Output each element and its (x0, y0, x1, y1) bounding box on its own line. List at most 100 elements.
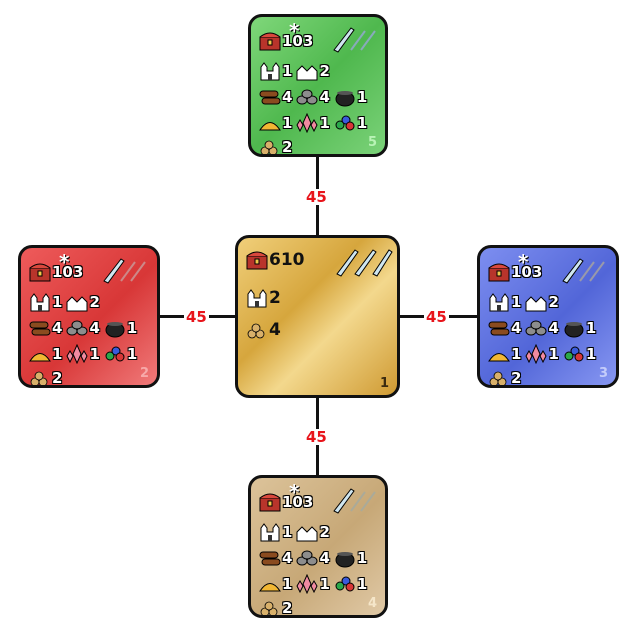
stone-icon (66, 318, 88, 338)
pot-count: 1 (126, 319, 138, 337)
grain-icon (29, 368, 51, 385)
gems-count: 1 (356, 575, 368, 593)
gems-count: 1 (126, 345, 138, 363)
grain-count: 2 (52, 369, 63, 387)
crystal-count: 1 (89, 345, 100, 363)
sulfur-count: 1 (52, 345, 63, 363)
stone-count: 4 (319, 88, 330, 106)
castle-icon (246, 288, 268, 308)
grain-icon (488, 368, 510, 385)
swords-icon (336, 249, 393, 277)
treasure-chest-icon (488, 262, 510, 282)
sulfur-icon (29, 344, 51, 364)
castle-count: 1 (282, 523, 293, 541)
crystal-icon (296, 574, 319, 594)
sulfur-icon (259, 113, 281, 133)
grain-count: 2 (282, 138, 293, 156)
gold-count: 103 (282, 493, 314, 511)
gems-icon (104, 344, 126, 364)
sulfur-count: 1 (282, 114, 293, 132)
grain-icon (246, 320, 268, 340)
grain-count: 2 (282, 599, 293, 617)
zone-id: 4 (367, 596, 377, 611)
village-count: 2 (89, 293, 100, 311)
stone-icon (296, 87, 318, 107)
pot-count: 1 (356, 549, 368, 567)
zone-tile-center[interactable]: 610 2 4 1 (235, 235, 400, 398)
treasure-chest-icon (246, 250, 268, 270)
star-marker: * (518, 250, 529, 274)
zone-id: 3 (598, 366, 608, 381)
wood-count: 4 (511, 319, 522, 337)
wood-count: 4 (282, 88, 293, 106)
treasure-chest-icon (29, 262, 51, 282)
distance-south: 45 (304, 428, 329, 446)
wood-count: 4 (52, 319, 63, 337)
zone-id: 5 (367, 135, 377, 150)
castle-count: 2 (269, 288, 281, 308)
gold-count: 103 (52, 263, 84, 281)
crystal-icon (66, 344, 89, 364)
gems-count: 1 (356, 114, 368, 132)
pot-count: 1 (356, 88, 368, 106)
wood-icon (259, 87, 281, 107)
grain-count: 2 (511, 369, 522, 387)
village-icon (296, 522, 318, 542)
castle-icon (29, 292, 51, 312)
star-marker: * (289, 480, 300, 504)
cauldron-icon (563, 318, 585, 338)
distance-north: 45 (304, 188, 329, 206)
stone-icon (525, 318, 547, 338)
cauldron-icon (334, 87, 356, 107)
gems-icon (334, 574, 356, 594)
castle-icon (259, 522, 281, 542)
swords-icon (333, 27, 376, 53)
gems-count: 1 (585, 345, 597, 363)
gold-count: 103 (511, 263, 543, 281)
grain-icon (259, 598, 281, 615)
crystal-count: 1 (548, 345, 559, 363)
pot-count: 1 (585, 319, 597, 337)
cauldron-icon (104, 318, 126, 338)
swords-icon (562, 258, 605, 284)
castle-count: 1 (282, 62, 293, 80)
village-count: 2 (548, 293, 559, 311)
grain-icon (259, 137, 281, 154)
castle-icon (259, 61, 281, 81)
distance-east: 45 (424, 308, 449, 326)
castle-icon (488, 292, 510, 312)
stone-icon (296, 548, 318, 568)
crystal-count: 1 (319, 575, 330, 593)
village-count: 2 (319, 523, 330, 541)
village-count: 2 (319, 62, 330, 80)
village-icon (296, 61, 318, 81)
wood-icon (259, 548, 281, 568)
stone-count: 4 (89, 319, 100, 337)
stone-count: 4 (548, 319, 559, 337)
castle-count: 1 (52, 293, 63, 311)
village-icon (525, 292, 547, 312)
gold-count: 103 (282, 32, 314, 50)
sulfur-count: 1 (282, 575, 293, 593)
crystal-icon (525, 344, 548, 364)
star-marker: * (289, 19, 300, 43)
swords-icon (333, 488, 376, 514)
crystal-count: 1 (319, 114, 330, 132)
gems-icon (563, 344, 585, 364)
crystal-icon (296, 113, 319, 133)
sulfur-icon (259, 574, 281, 594)
sulfur-icon (488, 344, 510, 364)
stone-count: 4 (319, 549, 330, 567)
grain-count: 4 (269, 320, 281, 340)
treasure-chest-icon (259, 492, 281, 512)
sulfur-count: 1 (511, 345, 522, 363)
distance-west: 45 (184, 308, 209, 326)
zone-tile-north[interactable]: * 103 1 2 4 4 1 1 1 1 2 5 (248, 14, 388, 157)
gems-icon (334, 113, 356, 133)
star-marker: * (59, 250, 70, 274)
wood-icon (488, 318, 510, 338)
